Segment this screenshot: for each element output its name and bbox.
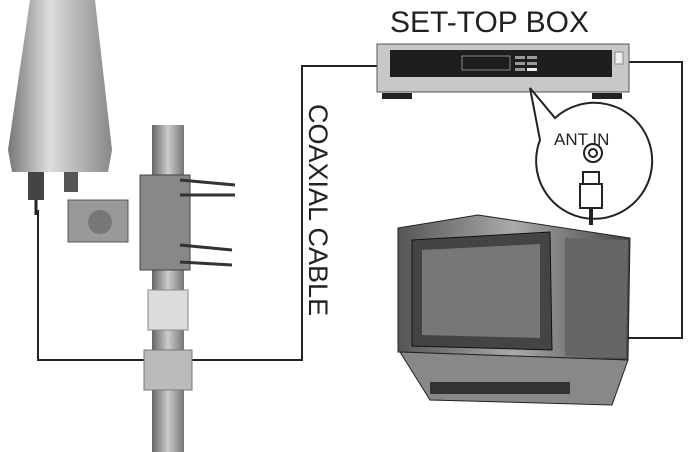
set-top-box (376, 43, 630, 99)
coaxial-cable-line (37, 61, 683, 361)
antenna-mast (139, 125, 236, 452)
television (397, 214, 631, 406)
coaxial-cable-label: COAXIAL CABLE (303, 104, 333, 317)
antenna (8, 0, 129, 243)
set-top-box-label: SET-TOP BOX (390, 6, 589, 39)
ant-in-callout (529, 87, 654, 225)
ant-in-label: ANT IN (554, 130, 610, 149)
ant-in-port-icon (583, 143, 603, 163)
